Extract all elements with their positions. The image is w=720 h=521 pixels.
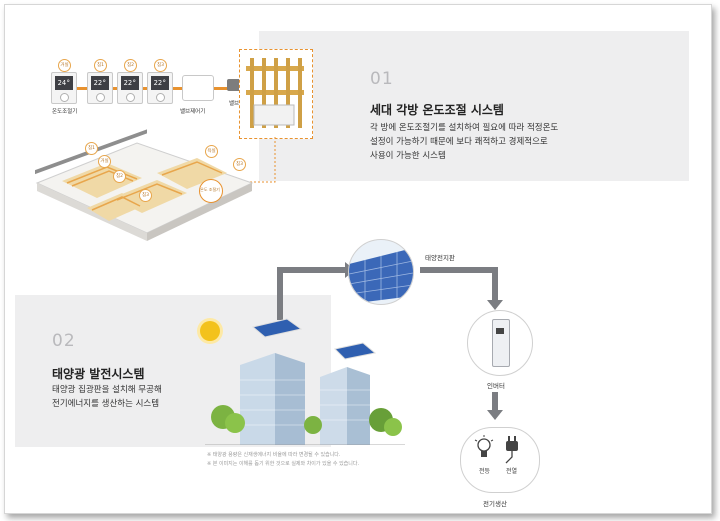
section1-desc-line: 설정이 가능하기 때문에 보다 쾌적하고 경제적으로: [370, 137, 548, 147]
plug-icon: [505, 436, 518, 464]
section1-desc-line: 사용이 가능한 시스템: [370, 151, 446, 161]
thermostat-room3: 22°: [147, 72, 173, 104]
output-circle: [460, 427, 540, 493]
connector-dots: [245, 137, 276, 183]
section2-number: 02: [52, 331, 76, 351]
thermostat-display: 24°: [55, 76, 73, 90]
inverter-label: 인버터: [487, 382, 505, 390]
output-caption: 전기생산: [483, 500, 507, 508]
thermostat-room2: 22°: [117, 72, 143, 104]
thermostat-living: 24°: [51, 72, 77, 104]
section2-desc: 태양광 집광판을 설치해 무공해 전기에너지를 생산하는 시스템: [52, 383, 162, 411]
thermostat-badge: 거실: [58, 59, 71, 72]
thermostat-badge: 침3: [154, 59, 167, 72]
floorplan-badge: 거실: [98, 155, 111, 168]
thermostat-knob: [96, 93, 105, 102]
solar-panel-circle: [348, 239, 414, 305]
floorplan-badge: 침3: [139, 189, 152, 202]
manifold-illustration: [246, 58, 304, 128]
thermostat-knob: [156, 93, 165, 102]
solar-panel-icon: [349, 248, 413, 304]
content-frame: 01 세대 각방 온도조절 시스템 각 방에 온도조절기를 설치하여 필요에 따…: [4, 4, 712, 514]
section1-desc: 각 방에 온도조절기를 설치하여 필요에 따라 적정온도 설정이 가능하기 때문…: [370, 121, 558, 163]
thermostat-knob: [126, 93, 135, 102]
floorplan-badge: 욕실: [205, 145, 218, 158]
output-label-light: 전등: [479, 468, 491, 475]
section2-desc-line: 태양광 집광판을 설치해 무공해: [52, 385, 162, 395]
room-thermostat-circle: [199, 179, 223, 203]
section2-title: 태양광 발전시스템: [52, 367, 145, 381]
bulb-icon: [474, 435, 494, 457]
thermostat-badge: 침2: [124, 59, 137, 72]
valve-label: 밸브: [229, 101, 240, 107]
floorplan-badge: 침1: [85, 142, 98, 155]
section2-desc-line: 전기에너지를 생산하는 시스템: [52, 399, 160, 409]
footnote: ※ 태양광 용량은 신재생에너지 비율에 따라 변경될 수 있습니다.: [207, 452, 341, 458]
floorplan-illustration: [35, 129, 254, 241]
inverter-icon: [492, 319, 510, 367]
section1-panel: [259, 31, 689, 181]
thermostat-badge: 침1: [94, 59, 107, 72]
inverter-circle: [467, 310, 533, 376]
sun-icon: [200, 321, 220, 341]
buildings-illustration: [205, 318, 405, 445]
section1-desc-line: 각 방에 온도조절기를 설치하여 필요에 따라 적정온도: [370, 123, 559, 133]
solar-panel-label: 태양전지판: [425, 254, 455, 262]
thermostat-knob: [60, 93, 69, 102]
thermostat-label: 온도조절기: [52, 109, 78, 115]
manifold-box: [239, 49, 313, 139]
valve-controller-label: 밸브제어기: [180, 109, 206, 115]
floorplan-badge: 침2: [113, 170, 126, 183]
room-thermostat-label: 온도 조절기: [200, 187, 220, 192]
footnote: ※ 본 이미지는 이해를 돕기 위한 것으로 실제와 차이가 있을 수 있습니다…: [207, 461, 360, 467]
floorplan-badge: 침3: [233, 158, 246, 171]
output-label-outlet: 전열: [506, 468, 518, 475]
thermostat-display: 22°: [91, 76, 109, 90]
section1-number: 01: [370, 69, 394, 89]
thermostat-display: 22°: [151, 76, 169, 90]
valve-controller-box: [182, 75, 214, 101]
thermostat-room1: 22°: [87, 72, 113, 104]
thermostat-display: 22°: [121, 76, 139, 90]
section1-title: 세대 각방 온도조절 시스템: [370, 103, 504, 117]
